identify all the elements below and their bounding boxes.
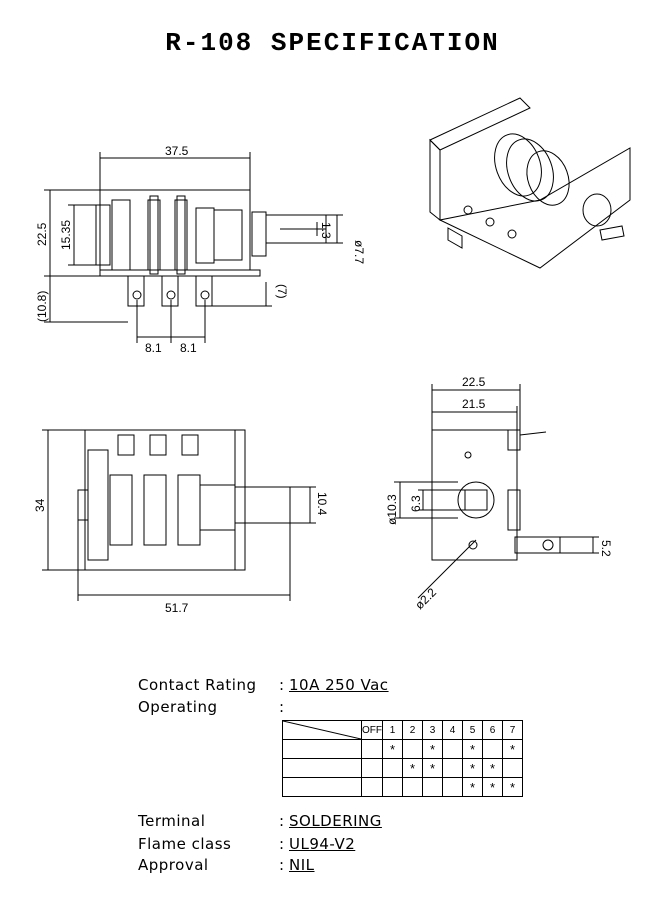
table-cell <box>361 739 383 759</box>
dim-pin: 5.2 <box>599 540 613 557</box>
table-cell: * <box>422 758 443 778</box>
column-header: 3 <box>422 720 443 740</box>
colon: : <box>279 856 285 874</box>
terminal-value: SOLDERING <box>289 812 382 830</box>
isometric-view <box>429 97 631 269</box>
colon: : <box>279 676 285 694</box>
dim-height-a: 22.5 <box>35 222 49 246</box>
colon: : <box>279 812 285 830</box>
column-header: 2 <box>402 720 423 740</box>
table-cell <box>502 758 523 778</box>
table-cell: * <box>462 777 483 797</box>
table-cell <box>442 739 463 759</box>
column-header: 1 <box>382 720 403 740</box>
column-header: 5 <box>462 720 483 740</box>
dim-pitch-2: 8.1 <box>180 341 197 355</box>
column-header: 6 <box>482 720 503 740</box>
top-view <box>42 429 316 601</box>
flame-class-label: Flame class <box>138 835 232 853</box>
table-cell: * <box>462 739 483 759</box>
table-cell <box>482 739 503 759</box>
colon: : <box>279 835 285 853</box>
dim-hole: ø2.2 <box>412 585 439 612</box>
table-cell: * <box>402 758 423 778</box>
dim-height-b: 15.35 <box>59 220 73 250</box>
flame-class-value: UL94-V2 <box>289 835 356 853</box>
table-row: * * * * <box>282 758 523 778</box>
table-cell: * <box>502 739 523 759</box>
dim-bottom: (10.8) <box>35 291 49 322</box>
dim-dia-2: 6.3 <box>409 495 423 512</box>
side-view-top <box>44 152 343 343</box>
column-header: OFF <box>361 720 383 740</box>
table-cell: * <box>482 777 503 797</box>
page-title: R-108 SPECIFICATION <box>165 28 500 58</box>
operating-table: OFF 1 2 3 4 5 6 7 * * * * * * * * * <box>282 720 523 797</box>
dim-pin-height: (7) <box>275 284 289 299</box>
table-cell <box>361 777 383 797</box>
front-view <box>394 384 599 599</box>
table-cell <box>361 758 383 778</box>
table-cell <box>422 777 443 797</box>
table-cell: * <box>422 739 443 759</box>
contact-rating-label: Contact Rating <box>138 676 257 694</box>
table-cell <box>402 777 423 797</box>
table-cell: * <box>382 739 403 759</box>
dim-pitch-1: 8.1 <box>145 341 162 355</box>
column-header: 4 <box>442 720 463 740</box>
contact-rating-value: 10A 250 Vac <box>289 676 389 694</box>
table-cell <box>442 777 463 797</box>
dim-flat: 1.3 <box>319 222 333 239</box>
operating-label: Operating <box>138 698 218 716</box>
dim-shaft: 10.4 <box>315 492 329 516</box>
table-cell <box>382 758 403 778</box>
dim-dia-1: ø10.3 <box>385 494 399 525</box>
table-cell <box>442 758 463 778</box>
table-cell: * <box>482 758 503 778</box>
table-cell: * <box>462 758 483 778</box>
dim-height: 34 <box>33 498 47 512</box>
diagonal-cell <box>282 720 362 740</box>
dim-shaft-dia: ø7.7 <box>352 240 366 264</box>
dim-width-2: 21.5 <box>462 397 486 411</box>
table-header-row: OFF 1 2 3 4 5 6 7 <box>282 720 523 740</box>
table-cell <box>402 739 423 759</box>
table-row: * * * * <box>282 739 523 759</box>
table-cell <box>382 777 403 797</box>
dim-width: 37.5 <box>165 144 189 158</box>
approval-label: Approval <box>138 856 209 874</box>
table-cell: * <box>502 777 523 797</box>
dim-length: 51.7 <box>165 601 189 615</box>
approval-value: NIL <box>289 856 315 874</box>
table-row: * * * <box>282 777 523 797</box>
column-header: 7 <box>502 720 523 740</box>
colon: : <box>279 698 285 716</box>
terminal-label: Terminal <box>138 812 206 830</box>
dim-width-1: 22.5 <box>462 375 486 389</box>
